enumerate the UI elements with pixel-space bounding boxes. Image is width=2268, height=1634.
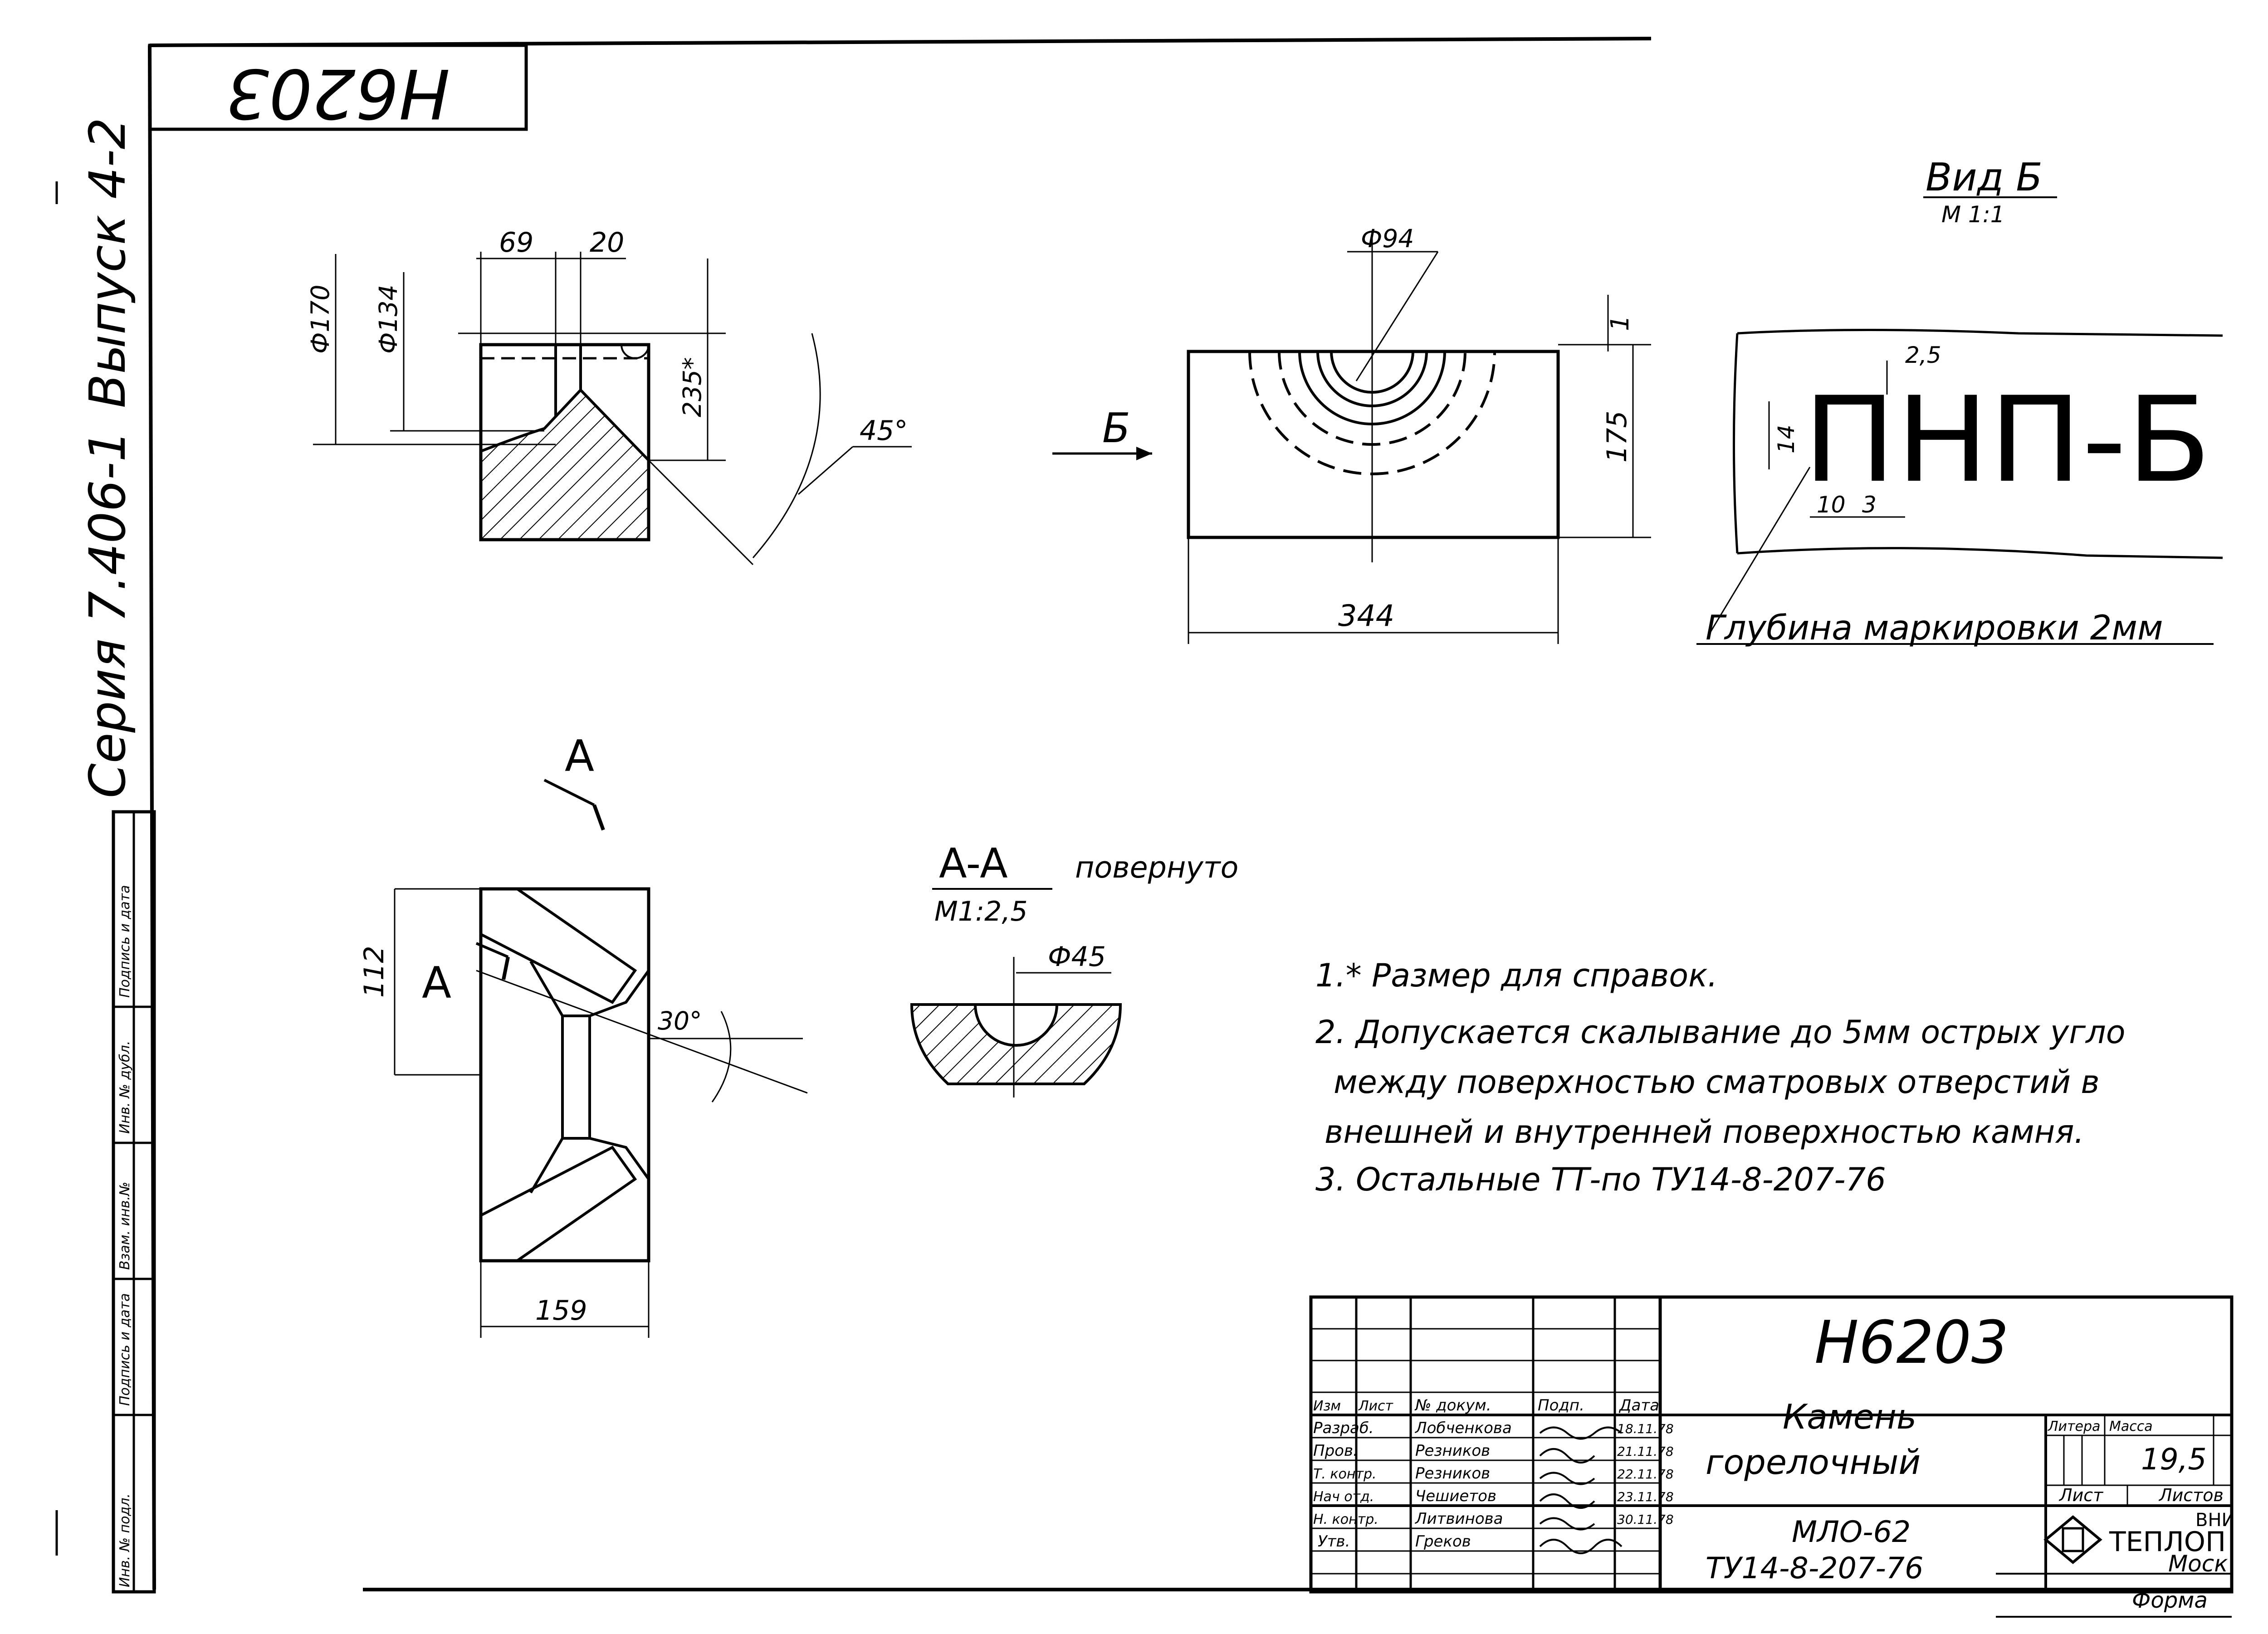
series-label: Серия 7.406-1 xyxy=(78,430,137,798)
left-stamp-columns: Инв. № подл. Подпись и дата Взам. инв.№ … xyxy=(112,810,156,1594)
tb-name-0: Лобченкова xyxy=(1414,1419,1512,1437)
dim-45deg: 45° xyxy=(860,415,908,447)
col-replace-inv: Взам. инв.№ xyxy=(117,1182,133,1270)
view-b: Вид Б М 1:1 ПНП-Б 14 2,5 10 3 Глубина ма… xyxy=(1696,155,2223,648)
section-aa-note: повернуто xyxy=(1075,851,1238,885)
tb-org-line2: ТЕПЛОП xyxy=(2109,1526,2226,1558)
tb-name-1: Резников xyxy=(1415,1442,1490,1460)
dim-d94: Ф94 xyxy=(1361,224,1414,253)
title-block: H6203 Изм Лист № докум. Подп. Дата Разра… xyxy=(1309,1295,2235,1618)
notes: 1.* Размер для справок. 2. Допускается с… xyxy=(1315,957,2126,1198)
dim-175: 175 xyxy=(1601,410,1633,463)
top-stamp-text: H6203 xyxy=(226,54,450,132)
section-aa: A-A М1:2,5 повернуто Ф45 xyxy=(910,840,1238,1097)
dim-d134: Ф134 xyxy=(374,285,403,354)
org-logo xyxy=(2043,1515,2102,1564)
tb-mass-value: 19,5 xyxy=(2141,1443,2207,1477)
col-sign-date-2: Подпись и дата xyxy=(117,885,133,998)
tb-date-3: 23.11.78 xyxy=(1617,1489,1674,1504)
tb-code-line2: ТУ14-8-207-76 xyxy=(1706,1551,1924,1585)
tb-hdr-date: Дата xyxy=(1618,1396,1659,1415)
section-aa-title: A-A xyxy=(939,840,1008,888)
dim-3: 3 xyxy=(1862,492,1877,518)
view-plan: 30° 112 159 A A xyxy=(358,732,808,1338)
tb-date-4: 30.11.78 xyxy=(1617,1512,1674,1527)
tb-name-4: Литвинова xyxy=(1414,1510,1503,1528)
col-inv-dup: Инв. № дубл. xyxy=(117,1041,133,1134)
depth-note: Глубина маркировки 2мм xyxy=(1706,608,2163,648)
tb-date-2: 22.11.78 xyxy=(1617,1467,1674,1482)
tb-signatures xyxy=(1539,1426,1623,1554)
note-1: 1.* Размер для справок. xyxy=(1315,957,1718,994)
arrow-b-label: Б xyxy=(1102,405,1130,452)
note-2: 2. Допускается скалывание до 5мм острых … xyxy=(1315,1014,2126,1051)
tb-mass-label: Масса xyxy=(2109,1419,2153,1434)
tb-name-2: Резников xyxy=(1415,1464,1490,1483)
view-front: Ф94 344 1 175 Б xyxy=(1052,224,1651,644)
note-3: 3. Остальные ТТ-по ТУ14-8-207-76 xyxy=(1315,1161,1886,1198)
tb-date-0: 18.11.78 xyxy=(1617,1421,1674,1436)
tb-name-3: Чешиетов xyxy=(1415,1487,1496,1505)
tb-code-line1: МЛО-62 xyxy=(1792,1515,1911,1549)
view-b-title: Вид Б xyxy=(1926,155,2043,200)
marking-text: ПНП-Б xyxy=(1803,372,2211,509)
tb-role-1: Пров. xyxy=(1313,1442,1358,1460)
section-mark-top: A xyxy=(565,732,594,781)
tb-designation: H6203 xyxy=(1814,1308,2009,1377)
dim-20: 20 xyxy=(590,227,624,259)
dim-2-5: 2,5 xyxy=(1905,342,1941,368)
tb-hdr-izm: Изм xyxy=(1313,1398,1341,1414)
dim-10: 10 xyxy=(1817,492,1846,518)
dim-d45: Ф45 xyxy=(1048,941,1106,973)
dim-112: 112 xyxy=(358,946,390,998)
tb-role-5: Утв. xyxy=(1318,1532,1350,1551)
dim-1: 1 xyxy=(1605,315,1634,331)
dim-159: 159 xyxy=(535,1295,587,1327)
dim-69: 69 xyxy=(499,227,533,259)
view-top-left: 69 20 Ф170 Ф134 235* 45° xyxy=(306,227,912,566)
issue-label: Выпуск 4-2 xyxy=(78,117,137,408)
tb-date-1: 21.11.78 xyxy=(1617,1444,1674,1459)
view-b-scale: М 1:1 xyxy=(1941,201,2005,228)
tb-format-label: Форма xyxy=(2132,1588,2208,1613)
dim-344: 344 xyxy=(1338,599,1394,633)
tb-sheet-label: Лист xyxy=(2058,1485,2104,1505)
col-inv-orig: Инв. № подл. xyxy=(117,1493,133,1587)
tb-name-5: Греков xyxy=(1415,1532,1471,1551)
section-aa-scale: М1:2,5 xyxy=(934,896,1028,927)
tb-role-2: Т. контр. xyxy=(1313,1466,1377,1482)
tb-role-4: Н. контр. xyxy=(1313,1512,1378,1527)
tb-role-3: Нач отд. xyxy=(1313,1489,1374,1505)
col-sign-date-1: Подпись и дата xyxy=(117,1293,133,1406)
note-2-cont-2: внешней и внутренней поверхностью камня. xyxy=(1325,1113,2084,1151)
tb-sheets-label: Листов xyxy=(2158,1485,2224,1505)
dim-d170: Ф170 xyxy=(306,285,335,354)
tb-name-line2: горелочный xyxy=(1706,1442,1921,1482)
note-2-cont-1: между поверхностью сматровых отверстий в xyxy=(1334,1063,2100,1101)
tb-org-line3: Моск xyxy=(2168,1551,2228,1577)
tb-org-line1: ВНИ xyxy=(2195,1510,2235,1531)
tb-name-line1: Камень xyxy=(1783,1397,1916,1437)
top-stamp: H6203 xyxy=(148,44,528,132)
tb-role-0: Разраб. xyxy=(1313,1419,1374,1437)
dim-235: 235* xyxy=(678,357,707,417)
tb-hdr-doc: № докум. xyxy=(1414,1396,1491,1415)
section-mark-left: A xyxy=(422,958,451,1008)
tb-hdr-sign: Подп. xyxy=(1538,1396,1584,1415)
tb-litera-label: Литера xyxy=(2048,1419,2100,1434)
side-strip: Серия 7.406-1 Выпуск 4-2 xyxy=(55,117,137,1556)
tb-hdr-list: Лист xyxy=(1358,1398,1394,1414)
dim-30deg: 30° xyxy=(658,1006,702,1035)
dim-14: 14 xyxy=(1773,424,1799,454)
